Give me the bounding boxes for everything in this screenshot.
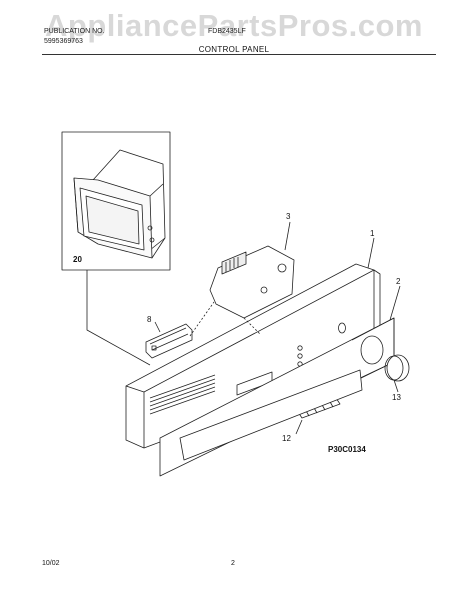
callout-8: 8: [147, 315, 152, 324]
section-title: CONTROL PANEL: [198, 45, 270, 54]
connector-part-8: [145, 323, 193, 359]
publication-number: 5995369763: [44, 38, 83, 45]
header-rule: [42, 54, 436, 55]
callout-20: 20: [73, 255, 82, 264]
callout-13: 13: [392, 393, 401, 402]
inset-box-part-20: [61, 131, 171, 271]
display-lens: [179, 369, 363, 461]
callout-1: 1: [370, 229, 375, 238]
leader-20: [86, 270, 151, 366]
callout-2: 2: [396, 277, 401, 286]
circuit-board-part-3: [209, 245, 295, 319]
footer-page-number: 2: [231, 560, 235, 567]
model-number: FDB2435LF: [208, 28, 246, 35]
callout-12: 12: [282, 434, 291, 443]
publication-label: PUBLICATION NO.: [44, 28, 105, 35]
knob-part-13: [384, 354, 410, 382]
drawing-code: P30C0134: [328, 445, 366, 454]
watermark: AppliancePartsPros.com: [45, 8, 423, 43]
callout-3: 3: [286, 212, 291, 221]
harness-dashed: [189, 301, 215, 337]
footer-date: 10/02: [42, 560, 60, 567]
